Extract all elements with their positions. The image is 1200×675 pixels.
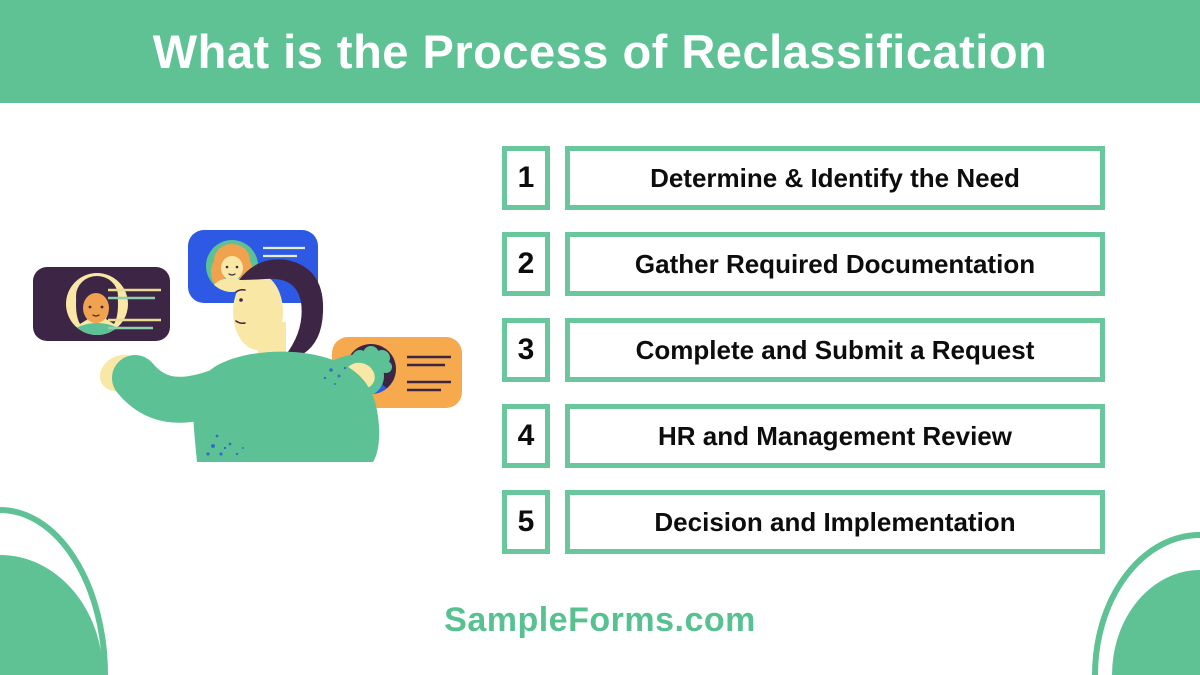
step-number-2: 2 <box>502 232 550 296</box>
page-title: What is the Process of Reclassification <box>152 25 1048 78</box>
person-reviewing-id-cards-illustration <box>33 230 462 462</box>
brand-text: SampleForms.com <box>444 601 756 639</box>
step-label-4: HR and Management Review <box>565 404 1105 468</box>
quarter-circle-decoration-right <box>1092 532 1200 675</box>
step-row-5: 5 Decision and Implementation <box>502 490 1105 554</box>
step-row-2: 2 Gather Required Documentation <box>502 232 1105 296</box>
step-number-5: 5 <box>502 490 550 554</box>
quarter-circle-decoration-left <box>0 507 108 675</box>
person-figure <box>99 259 384 462</box>
step-row-1: 1 Determine & Identify the Need <box>502 146 1105 210</box>
step-label-3: Complete and Submit a Request <box>565 318 1105 382</box>
step-number-4: 4 <box>502 404 550 468</box>
sweater-speckles <box>206 366 347 456</box>
id-card-purple <box>33 267 170 341</box>
step-row-3: 3 Complete and Submit a Request <box>502 318 1105 382</box>
process-steps-list: 1 Determine & Identify the Need 2 Gather… <box>502 146 1105 576</box>
step-label-1: Determine & Identify the Need <box>565 146 1105 210</box>
step-number-3: 3 <box>502 318 550 382</box>
step-label-5: Decision and Implementation <box>565 490 1105 554</box>
step-number-1: 1 <box>502 146 550 210</box>
step-row-4: 4 HR and Management Review <box>502 404 1105 468</box>
step-label-2: Gather Required Documentation <box>565 232 1105 296</box>
header-banner: What is the Process of Reclassification <box>0 0 1200 103</box>
